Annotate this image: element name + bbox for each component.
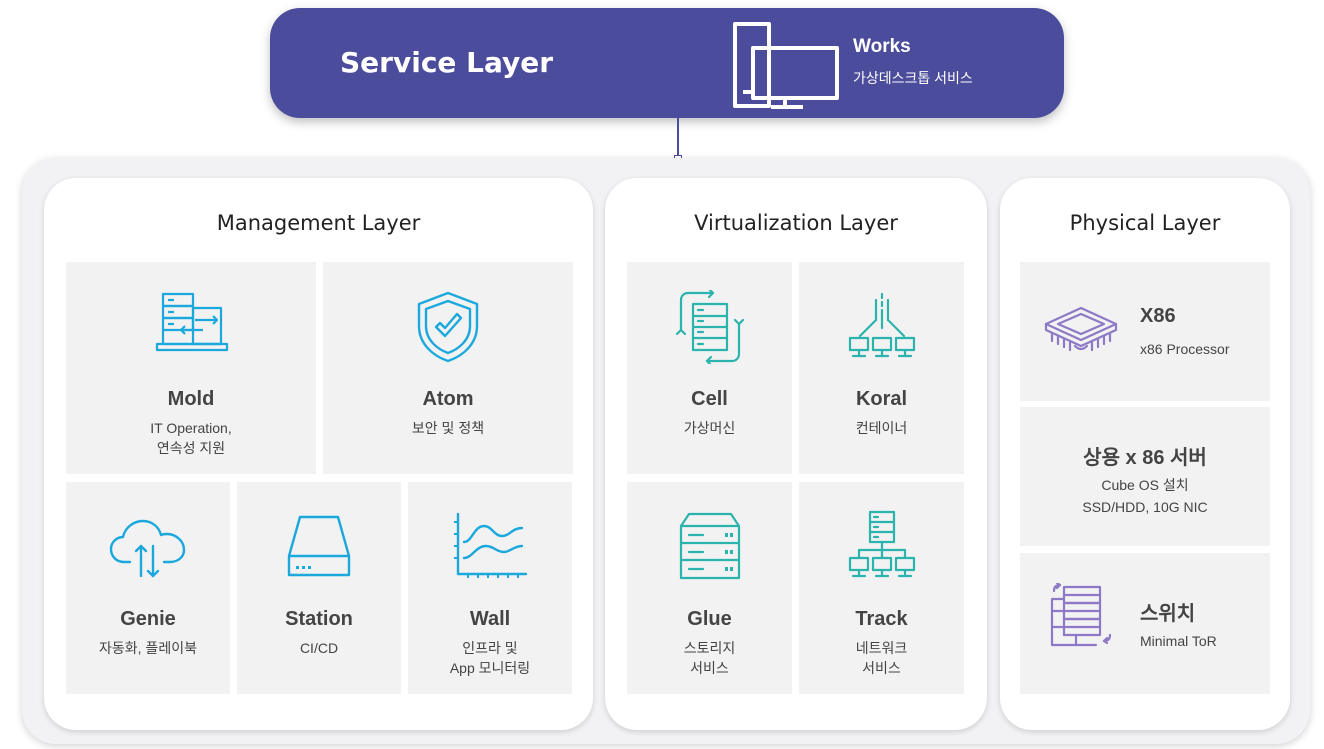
- virtualization-layer-panel: Virtualization Layer Cell 가상머신: [605, 178, 987, 730]
- tile-desc: App 모니터링: [449, 660, 531, 676]
- tile-wall[interactable]: Wall 인프라 및 App 모니터링: [408, 482, 572, 694]
- desktop-computer-icon: [733, 22, 839, 109]
- tile-desc: 보안 및 정책: [411, 420, 485, 436]
- tile-desc: 인프라 및: [462, 640, 518, 656]
- tile-cell[interactable]: Cell 가상머신: [627, 262, 792, 474]
- tile-name: Mold: [167, 388, 215, 410]
- tile-desc: 가상머신: [683, 420, 736, 436]
- server-laptop-icon: [155, 292, 229, 352]
- tile-switch[interactable]: 스위치 Minimal ToR: [1020, 553, 1270, 694]
- shield-check-icon: [417, 291, 479, 363]
- tile-atom[interactable]: Atom 보안 및 정책: [323, 262, 573, 474]
- works-subtitle: 가상데스크톱 서비스: [853, 70, 973, 86]
- tile-desc: x86 Processor: [1140, 341, 1230, 357]
- tile-name: 상용 x 86 서버: [1083, 447, 1207, 469]
- physical-layer-panel: Physical Layer X86 x86 Processor 상용 x 86…: [1000, 178, 1290, 730]
- tile-desc: 네트워크: [855, 640, 908, 656]
- tile-genie[interactable]: Genie 자동화, 플레이북: [66, 482, 230, 694]
- tile-desc: 스토리지: [683, 640, 736, 656]
- container-nodes-icon: [848, 292, 915, 358]
- connector-line: [677, 118, 679, 158]
- physical-layer-title: Physical Layer: [1069, 211, 1221, 235]
- tile-name: X86: [1140, 305, 1176, 327]
- tile-desc: CI/CD: [299, 640, 339, 656]
- service-layer-title: Service Layer: [340, 46, 554, 79]
- tile-name: Atom: [422, 388, 474, 410]
- storage-rack-icon: [679, 512, 740, 580]
- storage-drive-icon: [287, 515, 351, 577]
- tile-name: Station: [285, 608, 353, 630]
- switch-icon: [1050, 583, 1112, 647]
- tile-desc: 서비스: [690, 660, 729, 676]
- tile-name: Wall: [469, 608, 511, 630]
- tile-name: Genie: [120, 608, 176, 630]
- tile-desc: 서비스: [862, 660, 901, 676]
- tile-mold[interactable]: Mold IT Operation, 연속성 지원: [66, 262, 316, 474]
- tile-x86-server[interactable]: 상용 x 86 서버 Cube OS 설치 SSD/HDD, 10G NIC: [1020, 407, 1270, 546]
- tile-glue[interactable]: Glue 스토리지 서비스: [627, 482, 792, 694]
- service-layer-box: Service Layer Works 가상데스크톱 서비스: [270, 8, 1064, 118]
- network-tree-icon: [848, 510, 915, 578]
- tile-name: Cell: [691, 388, 728, 410]
- infrastructure-container: Management Layer Mold IT Operation, 연속성: [22, 158, 1310, 744]
- tile-desc: SSD/HDD, 10G NIC: [1082, 499, 1208, 515]
- tile-station[interactable]: Station CI/CD: [237, 482, 401, 694]
- tile-desc: Cube OS 설치: [1101, 477, 1189, 493]
- tile-desc: 연속성 지원: [156, 440, 226, 456]
- tile-name: Glue: [687, 608, 732, 630]
- virtualization-layer-title: Virtualization Layer: [694, 211, 898, 235]
- tile-name: Track: [855, 608, 908, 630]
- tile-x86[interactable]: X86 x86 Processor: [1020, 262, 1270, 401]
- management-layer-title: Management Layer: [216, 211, 421, 235]
- tile-desc: Minimal ToR: [1140, 633, 1217, 649]
- works-title: Works: [853, 36, 911, 57]
- tile-track[interactable]: Track 네트워크 서비스: [799, 482, 964, 694]
- tile-desc: 자동화, 플레이북: [99, 640, 197, 656]
- tile-name: Koral: [855, 388, 908, 410]
- cloud-transfer-icon: [109, 519, 186, 578]
- tile-name: 스위치: [1140, 603, 1196, 625]
- tile-desc: 컨테이너: [855, 420, 908, 436]
- vm-cycle-icon: [675, 290, 744, 364]
- cpu-chip-icon: [1044, 306, 1118, 352]
- tile-desc: IT Operation,: [150, 420, 232, 436]
- monitoring-chart-icon: [454, 512, 528, 578]
- management-layer-panel: Management Layer Mold IT Operation, 연속성: [44, 178, 593, 730]
- tile-koral[interactable]: Koral 컨테이너: [799, 262, 964, 474]
